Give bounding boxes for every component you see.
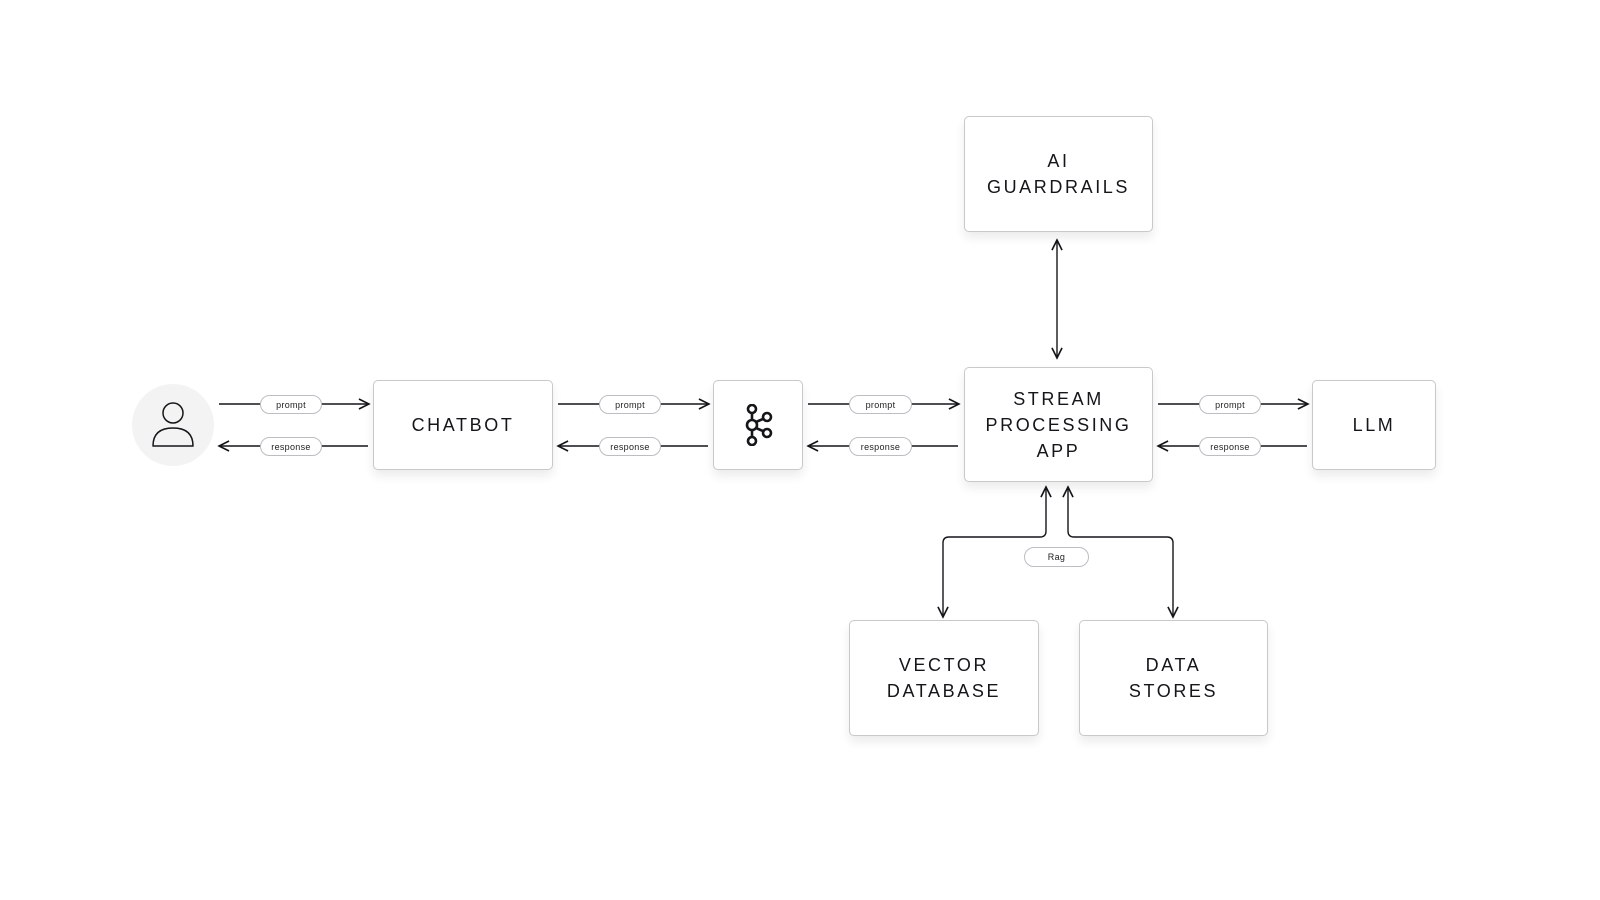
prompt-label: prompt bbox=[849, 395, 912, 414]
user-avatar bbox=[132, 384, 214, 466]
vector-database-node[interactable]: VECTOR DATABASE bbox=[849, 620, 1039, 736]
prompt-label: prompt bbox=[599, 395, 661, 414]
kafka-icon bbox=[745, 404, 773, 446]
response-label: response bbox=[260, 437, 322, 456]
prompt-label: prompt bbox=[1199, 395, 1261, 414]
response-label: response bbox=[849, 437, 912, 456]
response-label: response bbox=[1199, 437, 1261, 456]
llm-node[interactable]: LLM bbox=[1312, 380, 1436, 470]
ai-guardrails-node[interactable]: AI GUARDRAILS bbox=[964, 116, 1153, 232]
response-label: response bbox=[599, 437, 661, 456]
kafka-node[interactable] bbox=[713, 380, 803, 470]
rag-label: Rag bbox=[1024, 547, 1089, 567]
data-stores-node[interactable]: DATA STORES bbox=[1079, 620, 1268, 736]
prompt-label: prompt bbox=[260, 395, 322, 414]
user-icon bbox=[152, 402, 194, 447]
stream-data-stores-arrow bbox=[1068, 487, 1173, 617]
stream-processing-node[interactable]: STREAM PROCESSING APP bbox=[964, 367, 1153, 482]
chatbot-node[interactable]: CHATBOT bbox=[373, 380, 553, 470]
stream-vector-db-arrow bbox=[943, 487, 1046, 617]
